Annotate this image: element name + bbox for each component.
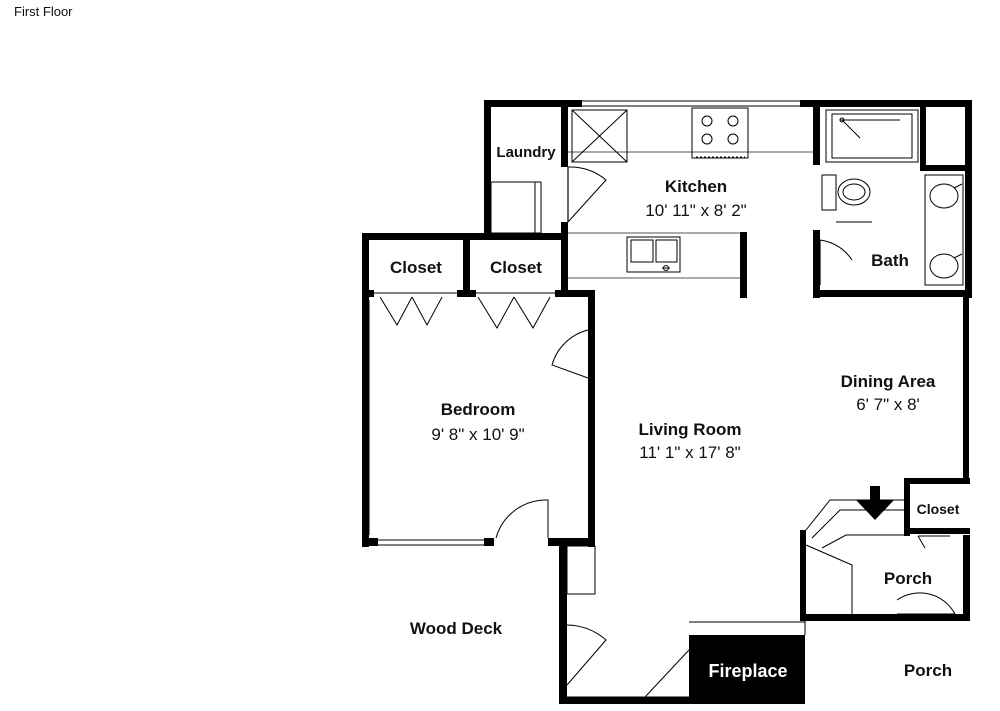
- vanity-sink-icon: [924, 174, 964, 286]
- walls: [362, 100, 972, 704]
- closet-small-label: Closet: [917, 501, 960, 517]
- porch-outer-label: Porch: [904, 661, 952, 680]
- living-room-dims: 11' 1" x 17' 8": [639, 443, 740, 462]
- doors: [374, 166, 956, 698]
- entry-arrow-icon: [856, 486, 894, 520]
- porch-inner-label: Porch: [884, 569, 932, 588]
- fridge-icon: [571, 109, 628, 163]
- dining-area-dims: 6' 7" x 8': [856, 395, 920, 414]
- bedroom-label: Bedroom: [441, 400, 516, 419]
- fireplace-label: Fireplace: [708, 661, 787, 681]
- laundry-label: Laundry: [496, 144, 556, 161]
- closet-left-label: Closet: [390, 258, 442, 277]
- page-title: First Floor: [14, 4, 73, 19]
- bedroom-dims: 9' 8" x 10' 9": [431, 425, 524, 444]
- closet-right-label: Closet: [490, 258, 542, 277]
- kitchen-dims: 10' 11" x 8' 2": [645, 201, 746, 220]
- windows: [368, 100, 806, 703]
- bath-label: Bath: [871, 251, 909, 270]
- labels: First Floor Laundry Kitchen 10' 11" x 8'…: [14, 4, 960, 681]
- stove-icon: [691, 107, 749, 159]
- bathtub-icon: [825, 109, 919, 163]
- sink-icon: [626, 236, 681, 273]
- dining-area-label: Dining Area: [841, 372, 936, 391]
- living-room-label: Living Room: [639, 420, 742, 439]
- wood-deck-label: Wood Deck: [410, 619, 503, 638]
- toilet-icon: [821, 174, 872, 223]
- kitchen-label: Kitchen: [665, 177, 727, 196]
